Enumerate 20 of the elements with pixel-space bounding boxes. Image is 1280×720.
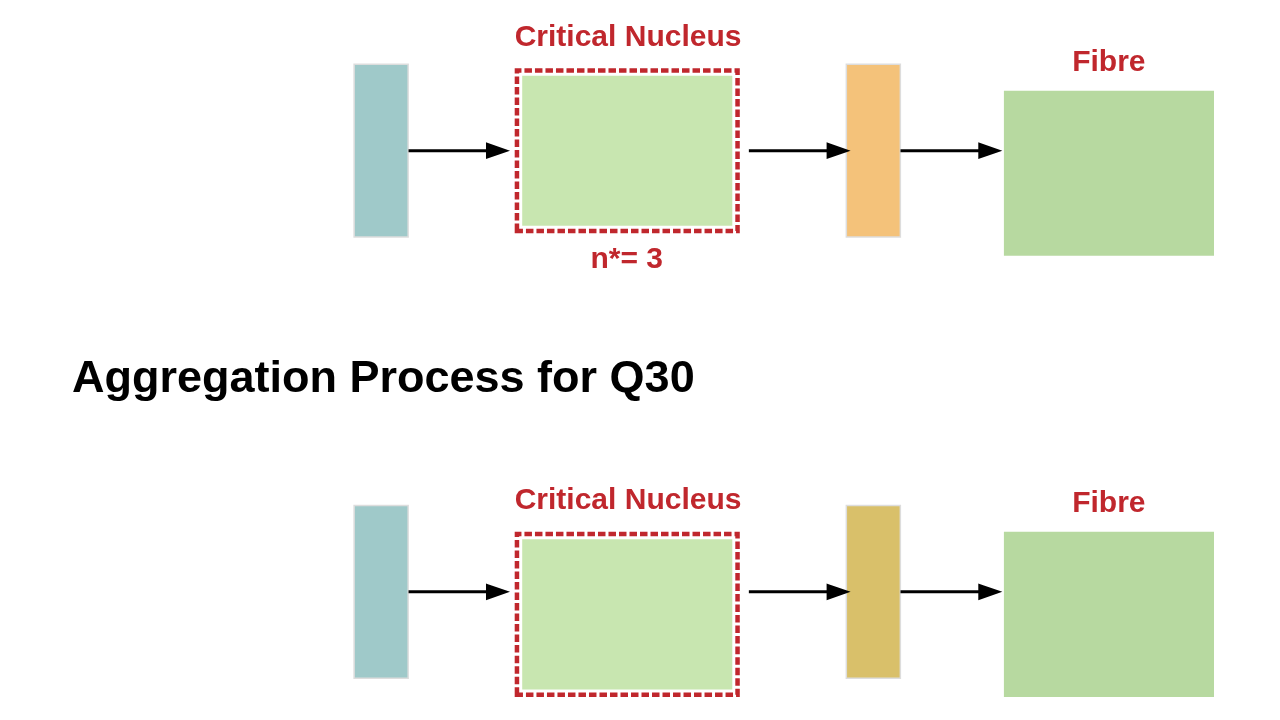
- arrow: [748, 583, 851, 601]
- node-label: Critical Nucleus: [514, 482, 742, 516]
- arrow: [900, 142, 1003, 160]
- node-box: [353, 504, 409, 679]
- arrow: [748, 142, 851, 160]
- node-label: Fibre: [1072, 44, 1146, 78]
- arrow: [900, 583, 1003, 601]
- arrow: [408, 583, 511, 601]
- label: Aggregation Process for Q30: [72, 351, 695, 403]
- node-box: [845, 63, 902, 238]
- node-label: Fibre: [1072, 485, 1146, 519]
- node-box: [845, 504, 902, 679]
- node-box: [353, 63, 409, 238]
- node-box: [514, 531, 740, 697]
- node-label: n*= 3: [590, 240, 664, 274]
- node-box: [514, 68, 740, 234]
- node-box: [1003, 90, 1214, 256]
- node-box: [1003, 531, 1214, 697]
- node-label: Critical Nucleus: [514, 18, 742, 52]
- arrow: [408, 142, 511, 160]
